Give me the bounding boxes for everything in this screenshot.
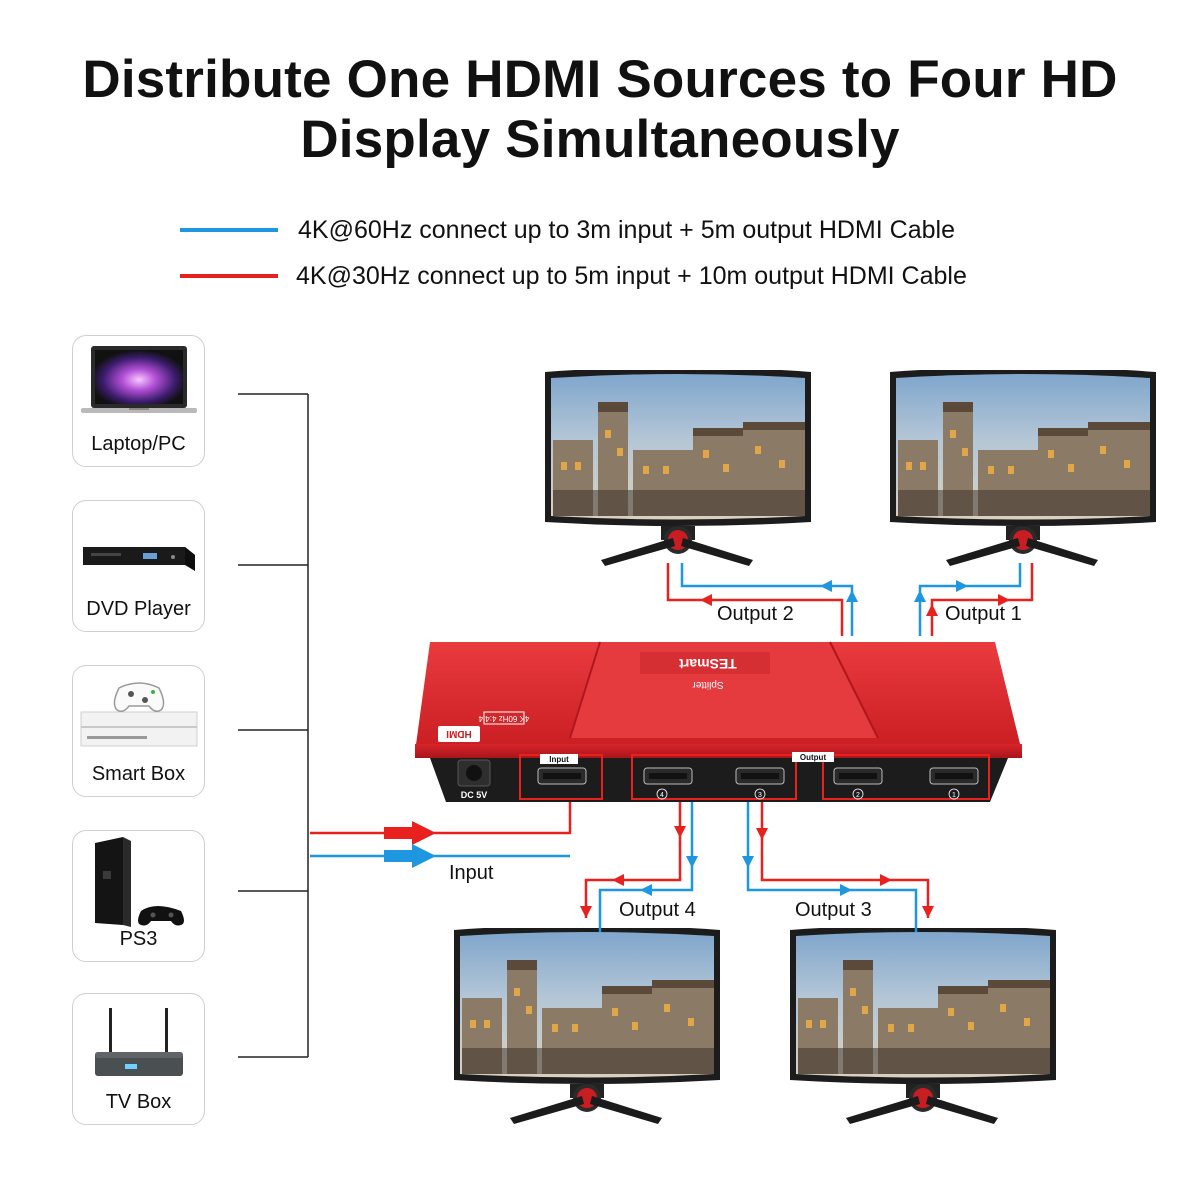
red-line-swatch [180, 274, 278, 278]
source-card-laptop: Laptop/PC [72, 335, 205, 467]
monitor-output-2 [545, 370, 811, 566]
splitter-spec: 4K 60Hz 4:4:4 [478, 714, 529, 723]
source-label: Laptop/PC [91, 433, 186, 455]
cable-output-3-blue [746, 800, 918, 932]
cable-output-1-red [930, 563, 1034, 636]
monitor-output-1 [890, 370, 1156, 566]
flow-arrows-bottom [580, 826, 934, 918]
cable-output-1-blue [918, 563, 1022, 636]
port-number-3: 3 [758, 792, 762, 799]
source-label: TV Box [105, 1091, 172, 1113]
legend-item-60hz: 4K@60Hz connect up to 3m input + 5m outp… [180, 210, 1080, 250]
monitor-output-4 [454, 928, 720, 1124]
laptop-icon [81, 346, 197, 413]
label-output-2: Output 2 [717, 603, 794, 625]
splitter-brand: TESmart [679, 656, 737, 672]
hdmi-splitter-device [415, 641, 1022, 802]
label-input: Input [449, 862, 494, 884]
port-number-2: 2 [856, 792, 860, 799]
source-card-smartbox: Smart Box [72, 665, 205, 797]
legend-text-60hz: 4K@60Hz connect up to 3m input + 5m outp… [298, 216, 955, 244]
label-output-1: Output 1 [945, 603, 1022, 625]
source-label: Smart Box [91, 763, 186, 785]
flow-arrows-top [700, 580, 1010, 616]
label-output-3: Output 3 [795, 899, 872, 921]
dvd-player-icon [83, 547, 195, 571]
cable-output-4-red [584, 800, 682, 918]
title-line-2: Display Simultaneously [300, 110, 900, 169]
source-label: DVD Player [86, 598, 191, 620]
source-bracket [238, 393, 309, 1058]
source-card-ps3: PS3 [72, 830, 205, 962]
blue-line-swatch [180, 228, 278, 232]
cable-input-red [310, 800, 572, 835]
ps3-console-icon [95, 837, 184, 927]
source-card-tvbox: TV Box [72, 993, 205, 1125]
splitter-model: Splitter [692, 679, 724, 690]
title-line-1: Distribute One HDMI Sources to Four HD [82, 50, 1118, 109]
source-label: PS3 [119, 928, 158, 950]
label-output-4: Output 4 [619, 899, 696, 921]
dc-power-label: DC 5V [461, 790, 488, 800]
monitor-output-3 [790, 928, 1056, 1124]
input-flow-arrows [384, 821, 436, 868]
port-number-4: 4 [660, 792, 664, 799]
legend-text-30hz: 4K@30Hz connect up to 5m input + 10m out… [296, 262, 967, 290]
output-ports-label: Output [800, 753, 827, 762]
cable-output-2-red [666, 563, 844, 636]
cable-output-2-blue [680, 563, 854, 636]
port-number-1: 1 [952, 792, 956, 799]
source-card-dvd: DVD Player [72, 500, 205, 632]
page-title: Distribute One HDMI Sources to Four HD D… [0, 50, 1200, 170]
game-console-icon [80, 682, 198, 747]
legend-item-30hz: 4K@30Hz connect up to 5m input + 10m out… [180, 256, 1080, 296]
hdmi-logo: HDMI [446, 728, 472, 739]
input-port-label: Input [549, 755, 569, 764]
tv-box-icon [95, 1008, 183, 1076]
